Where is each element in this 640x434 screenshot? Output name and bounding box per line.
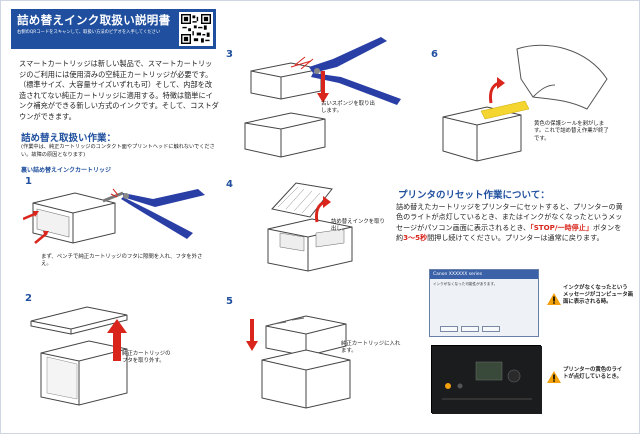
warning-text-2: プリンターの黄色のライトが点灯しているとき。 <box>563 367 623 381</box>
step-2-up-arrow-icon <box>107 319 127 361</box>
qr-code-icon[interactable] <box>179 12 213 46</box>
step-3-caption: 古いスポンジを取り出します。 <box>321 101 375 115</box>
step-2-number: 2 <box>25 293 32 304</box>
ink-warning-dialog: Canon XXXXXX series インクがなくなった可能性があります。 <box>429 269 539 337</box>
step-6-number: 6 <box>431 49 438 60</box>
dialog-button-3[interactable] <box>482 326 500 332</box>
step-4-curved-arrow-icon <box>315 196 331 223</box>
stop-button-label: 「STOP/一時停止」 <box>530 222 593 232</box>
step-4-ink-illustration <box>267 182 353 272</box>
reset-heading: プリンタのリセット作業について： <box>398 190 550 201</box>
press-duration: 3〜5秒 <box>403 233 428 243</box>
step-1-caption: まず、ペンチで純正カートリッジのフタに隙間を入れ、フタを外さえ。 <box>41 254 203 268</box>
intro-text: スマートカートリッジは新しい製品で、スマートカートリッジのご利用には使用済みの空… <box>19 59 219 121</box>
method-note: (作業中は、純正カートリッジのコンタクト面やプリントヘッドに触れないでください。… <box>21 144 215 158</box>
step-4-caption: 詰め替えインクを取り出し。 <box>331 219 385 233</box>
step-5-down-arrow-icon <box>246 319 258 351</box>
step-5-caption: 純正カートリッジに入れます。 <box>341 341 401 355</box>
step-3-down-arrow-icon <box>317 71 329 103</box>
step-3-sponge-illustration <box>244 37 401 158</box>
printer-panel-photo <box>431 345 542 414</box>
step-6-seal-illustration <box>442 44 608 162</box>
step-5-number: 5 <box>226 296 233 307</box>
step-3-number: 3 <box>226 49 233 60</box>
dialog-text: インクがなくなった可能性があります。 <box>433 282 498 286</box>
page-subtitle: 右側のQRコードをスキャンして、取扱い方法のビデオを入手してください <box>17 30 161 35</box>
printer-panel-illustration <box>432 346 542 414</box>
step-5-insert-illustration <box>261 315 351 409</box>
reset-body-1: 詰め替えたカートリッジをプリンターにセットすると、プリンターの黄色のライトが点灯… <box>396 202 623 232</box>
step-2-caption: 純正カートリッジのフタを取り外す。 <box>122 351 171 365</box>
dialog-button-2[interactable] <box>461 326 479 332</box>
step-4-number: 4 <box>226 179 233 190</box>
dialog-buttons <box>440 326 500 332</box>
reset-body-2: ボタンを約 <box>396 222 622 243</box>
method-heading: 詰め替え取扱い作業： <box>21 133 117 144</box>
dialog-title: Canon XXXXXX series <box>430 270 538 279</box>
step-1-pliers-illustration <box>23 188 205 244</box>
reset-body-3: 間押し続けてください。プリンターは通常に戻ります。 <box>427 233 604 243</box>
dialog-button-1[interactable] <box>440 326 458 332</box>
step-2-lid-illustration <box>30 306 128 406</box>
method-subheading: 裏い詰め替えインクカートリッジ <box>21 167 112 174</box>
warning-icon-2 <box>547 371 561 383</box>
warning-icon <box>547 293 561 305</box>
page-title: 詰め替えインク取扱い説明書 <box>17 13 171 27</box>
step-1-number: 1 <box>25 176 32 187</box>
step-6-curved-arrow-icon <box>489 77 505 104</box>
step-6-caption: 黄色の保護シールを剥がします。これで詰め替え作業が終了です。 <box>534 121 609 142</box>
reset-body: 詰め替えたカートリッジをプリンターにセットすると、プリンターの黄色のライトが点灯… <box>396 202 624 244</box>
warning-text-1: インクがなくなったというメッセージがコンピュータ画面に表示される時。 <box>563 285 633 306</box>
